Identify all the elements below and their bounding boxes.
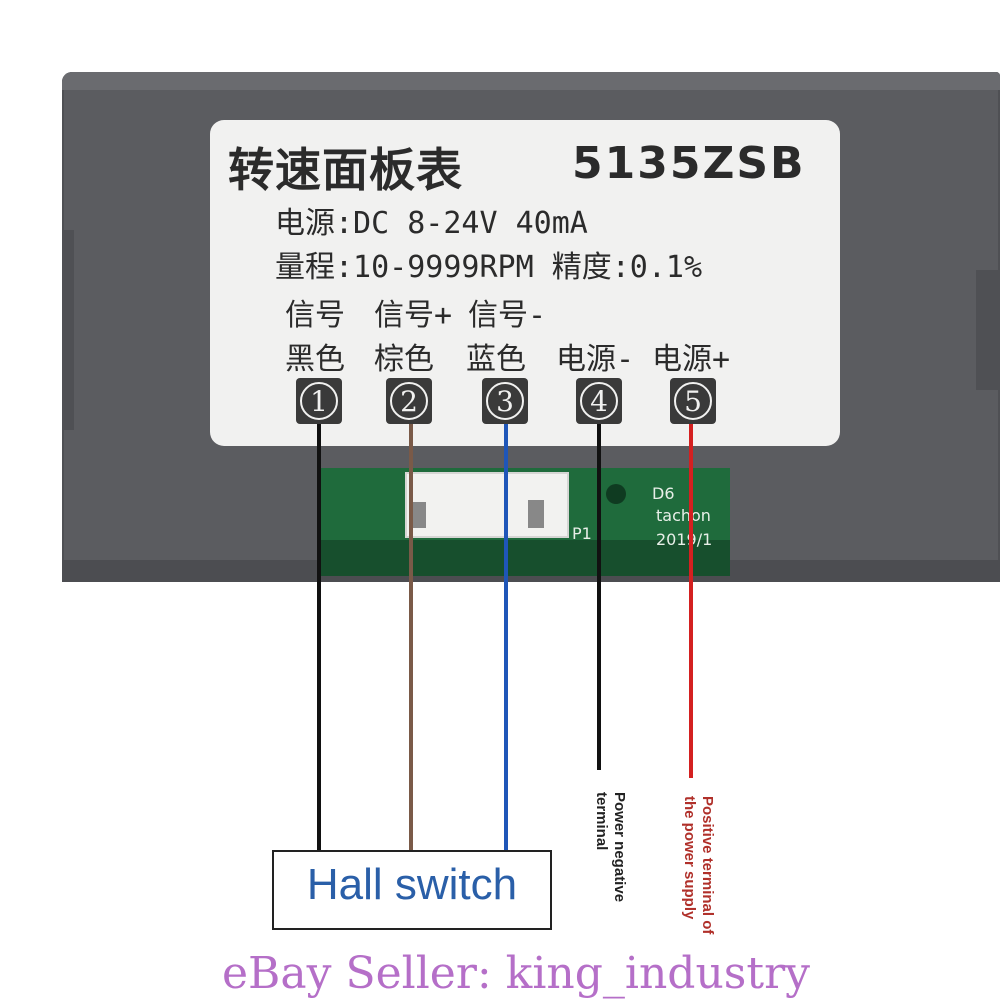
wire-color-1: 黑色 (285, 342, 345, 377)
signal-label-2: 信号+ (374, 298, 453, 333)
connector-slot (528, 500, 544, 528)
terminal-3-number: 3 (486, 382, 524, 420)
silk-year: 2019/1 (656, 530, 713, 549)
circuit-board-shadow (318, 540, 730, 576)
terminal-5: 5 (670, 378, 716, 424)
power-positive-note-line1: Positive terminal of (699, 796, 716, 935)
label-model: 5135ZSB (572, 138, 806, 189)
connector-slot (412, 502, 426, 528)
terminal-2: 2 (386, 378, 432, 424)
wire-color-5: 电源+ (652, 342, 731, 377)
power-spec: 电源:DC 8-24V 40mA (275, 206, 588, 241)
terminal-4: 4 (576, 378, 622, 424)
terminal-3: 3 (482, 378, 528, 424)
hall-switch-box (272, 850, 552, 930)
label-title: 转速面板表 (228, 143, 463, 197)
signal-label-1: 信号 (285, 298, 345, 333)
silk-d6: D6 (652, 484, 675, 503)
terminal-2-number: 2 (390, 382, 428, 420)
silk-p1: P1 (572, 524, 592, 543)
power-negative-note: Power negative terminal (592, 792, 628, 902)
signal-label-3: 信号- (468, 298, 547, 333)
terminal-5-number: 5 (674, 382, 712, 420)
housing-left-notch (62, 230, 74, 430)
power-positive-note-line2: the power supply (681, 796, 698, 920)
power-negative-note-line2: terminal (593, 792, 610, 851)
wire-color-2: 棕色 (374, 342, 434, 377)
wire-color-3: 蓝色 (466, 342, 526, 377)
power-negative-note-line1: Power negative (611, 792, 628, 903)
power-positive-note: Positive terminal of the power supply (680, 796, 716, 934)
wire-color-4: 电源- (556, 342, 635, 377)
housing-right-notch (976, 270, 1000, 390)
terminal-4-number: 4 (580, 382, 618, 420)
terminal-1: 1 (296, 378, 342, 424)
housing-top-edge (62, 72, 1000, 90)
hall-switch-label: Hall switch (306, 860, 518, 909)
seller-watermark: eBay Seller: king_industry (222, 948, 810, 999)
screw-icon (606, 484, 626, 504)
silk-brand: tachon (656, 506, 711, 525)
terminal-1-number: 1 (300, 382, 338, 420)
range-spec: 量程:10-9999RPM 精度:0.1% (275, 250, 703, 285)
